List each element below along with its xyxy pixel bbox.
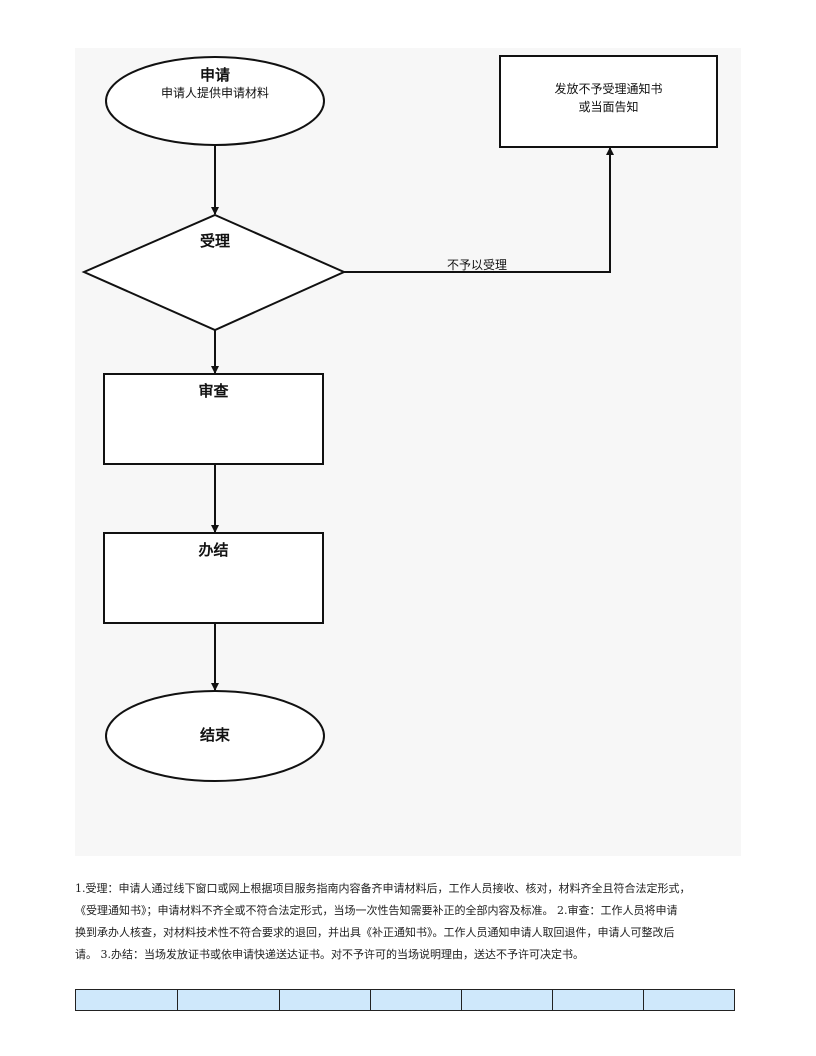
review-title: 审查 — [198, 382, 229, 400]
apply-title: 申请 — [199, 66, 230, 84]
table-header-cell — [552, 989, 644, 1011]
table-header-cell — [643, 989, 735, 1011]
reject-node-label: 发放不予受理通知书 或当面告知 — [500, 80, 717, 116]
table-header-cell — [461, 989, 553, 1011]
table-header-cell — [75, 989, 178, 1011]
end-node-label: 结束 — [115, 726, 315, 744]
table-header-cell — [370, 989, 462, 1011]
reject-line1: 发放不予受理通知书 — [554, 82, 663, 96]
table-header-row — [75, 989, 735, 1011]
conclude-title: 办结 — [198, 541, 229, 559]
table-header-cell — [177, 989, 280, 1011]
arrow-accept-to-reject — [344, 147, 614, 273]
flowchart-canvas — [81, 55, 718, 782]
accept-node-label: 受理 — [165, 232, 265, 250]
reject-notice-box — [499, 55, 718, 148]
description-line-1: 1.受理：申请人通过线下窗口或网上根据项目服务指南内容备齐申请材料后，工作人员接… — [75, 882, 691, 895]
review-node-label: 审查 — [104, 382, 323, 400]
description-line-3: 换到承办人核查，对材料技术性不符合要求的退回，并出具《补正通知书》。工作人员通知… — [75, 926, 675, 939]
reject-line2: 或当面告知 — [578, 100, 639, 114]
end-ellipse — [105, 690, 325, 782]
info-table — [75, 989, 735, 1011]
table-header-cell — [279, 989, 371, 1011]
conclude-node-label: 办结 — [104, 541, 323, 559]
conclude-box — [103, 532, 324, 624]
flowchart-panel: 申请 申请人提供申请材料 发放不予受理通知书 或当面告知 受理 审查 办结 结束… — [75, 48, 741, 856]
accept-title: 受理 — [199, 232, 230, 250]
description-line-2: 《受理通知书》；申请材料不齐全或不符合法定形式，当场一次性告知需要补正的全部内容… — [75, 904, 678, 917]
description-line-4: 请。 3.办结：当场发放证书或依申请快递送达证书。对不予许可的当场说明理由，送达… — [75, 948, 584, 961]
reject-edge-label: 不予以受理 — [447, 258, 508, 272]
end-title: 结束 — [199, 726, 230, 744]
review-box — [103, 373, 324, 465]
process-description: 1.受理：申请人通过线下窗口或网上根据项目服务指南内容备齐申请材料后，工作人员接… — [75, 878, 741, 978]
apply-subtitle: 申请人提供申请材料 — [160, 86, 269, 100]
apply-node-label: 申请 申请人提供申请材料 — [115, 66, 315, 102]
